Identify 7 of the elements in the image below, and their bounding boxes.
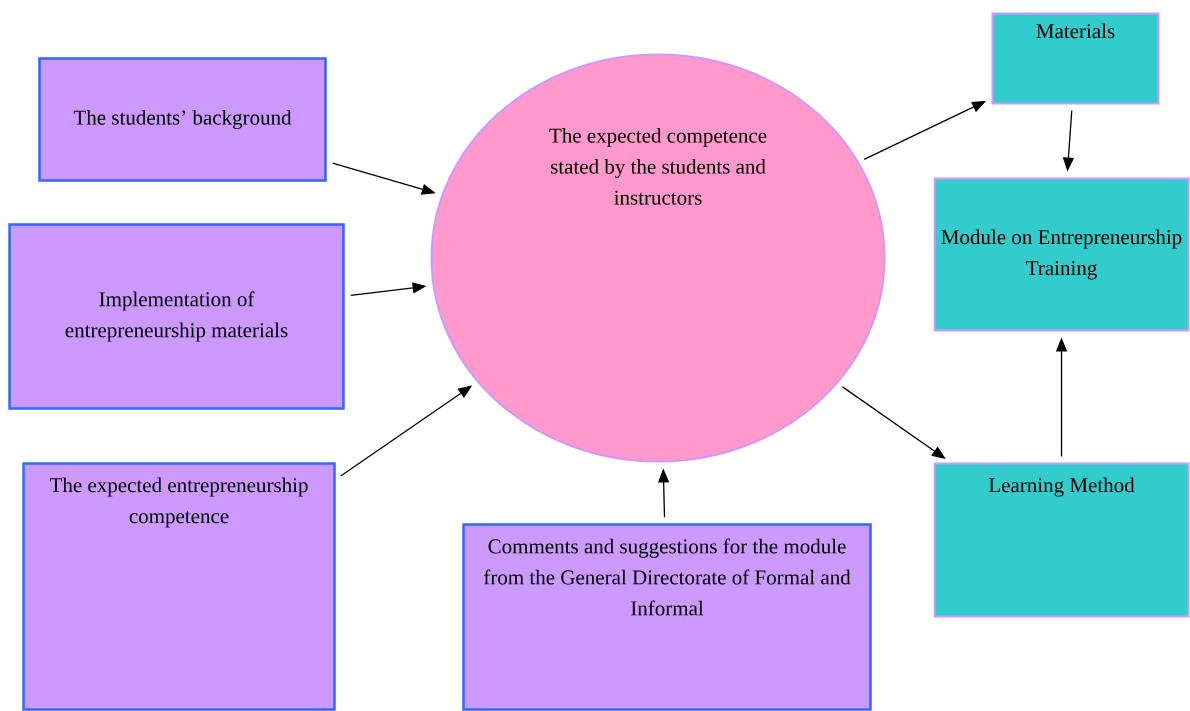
output-box: Learning Method xyxy=(933,462,1190,618)
input-box: The students’ background xyxy=(38,57,327,182)
input-box: Comments and suggestions for the module from the General Directorate of Formal and Informal xyxy=(462,523,872,711)
output-box: Materials xyxy=(991,12,1160,105)
input-box: Implementation of entrepreneurship materials xyxy=(8,223,345,410)
input-box: The expected entrepreneurship competence xyxy=(22,462,336,711)
output-box: Module on Entrepreneurship Training xyxy=(933,177,1190,332)
